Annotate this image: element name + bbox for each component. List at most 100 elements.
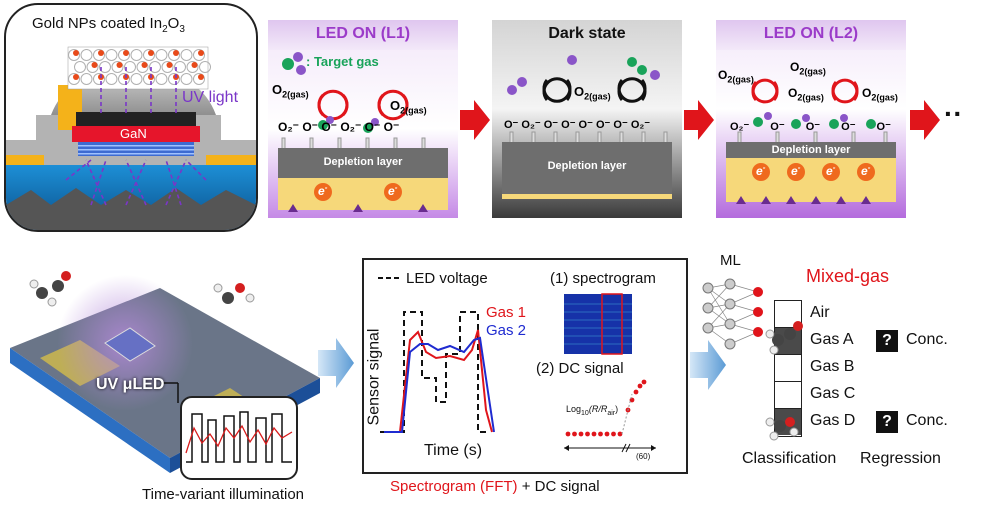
unknown-badge-a: ? bbox=[876, 330, 898, 352]
panel-led-on-l2: LED ON (L2) O2(gas) O2(gas) O2(gas) O2(g… bbox=[716, 20, 906, 218]
legend-gas2: Gas 2 bbox=[486, 322, 527, 339]
uv-uled-label: UV μLED bbox=[96, 376, 165, 393]
dc-point bbox=[572, 431, 577, 437]
class-gas-c: Gas C bbox=[810, 385, 856, 402]
legend-led-voltage: LED voltage bbox=[406, 270, 488, 287]
o2-gas-dark: O2(gas) bbox=[574, 84, 611, 102]
dc-axis-label: Log10(R/Rair) bbox=[566, 404, 619, 417]
class-gas-b: Gas B bbox=[810, 358, 855, 375]
gold-np-icon bbox=[73, 50, 79, 56]
signal-caption: Spectrogram (FFT) + DC signal bbox=[390, 478, 600, 495]
ml-label: ML bbox=[720, 252, 741, 269]
spectrogram-label: (1) spectrogram bbox=[550, 270, 656, 287]
surface-ions-l1: O₂⁻ O⁻ O⁻ O₂⁻ O⁻ O⁻ bbox=[278, 120, 400, 134]
neural-network-icon bbox=[702, 278, 763, 350]
o2-gas-l2-a: O2(gas) bbox=[718, 68, 754, 85]
panel-l1-title: LED ON (L1) bbox=[315, 25, 411, 42]
gold-np-icon bbox=[123, 50, 129, 56]
molecule-icon bbox=[765, 321, 803, 355]
o2-gas-l2-d: O2(gas) bbox=[862, 86, 898, 103]
gan-label: GaN bbox=[120, 126, 147, 141]
gold-np-icon bbox=[148, 50, 154, 56]
gold-np-icon bbox=[198, 74, 204, 80]
dc-point bbox=[637, 383, 643, 389]
dc-point bbox=[617, 431, 623, 437]
panel-l1-art bbox=[278, 52, 448, 212]
arrow-right-icon bbox=[318, 338, 354, 388]
gold-np-icon bbox=[91, 62, 98, 68]
o2-gas-right: O2(gas) bbox=[390, 98, 427, 116]
electron-l1-b: e- bbox=[388, 183, 398, 198]
gold-np-icon bbox=[116, 62, 123, 68]
gold-np-icon bbox=[73, 74, 79, 80]
electron-l2-b: e- bbox=[791, 163, 801, 178]
continuation-ellipsis: ·· bbox=[944, 98, 963, 129]
legend-gas1: Gas 1 bbox=[486, 304, 527, 321]
caption-dc: + DC signal bbox=[521, 478, 600, 495]
class-gas-a: Gas A bbox=[810, 331, 854, 348]
y-axis-label: Sensor signal bbox=[365, 328, 383, 426]
surface-ions-l2: O₂⁻ O⁻ O⁻ O⁻ O⁻ bbox=[730, 121, 891, 133]
dc-point bbox=[591, 431, 597, 437]
dc-signal-label: (2) DC signal bbox=[536, 360, 624, 377]
panel-dark-title: Dark state bbox=[548, 25, 626, 42]
regression-label: Regression bbox=[860, 450, 941, 467]
conc-label-d: Conc. bbox=[906, 412, 948, 429]
arrow-right-icon bbox=[690, 340, 726, 390]
class-gas-d: Gas D bbox=[810, 412, 856, 429]
panel-led-on-l1: LED ON (L1) : Target gas O2(gas) O2(gas)… bbox=[268, 20, 458, 218]
chip-illustration bbox=[6, 46, 256, 230]
panel-l2-art bbox=[726, 78, 896, 204]
o2-gas-l2-c: O2(gas) bbox=[788, 86, 824, 103]
gold-np-icon bbox=[141, 62, 148, 68]
gold-np-icon bbox=[173, 50, 179, 56]
gold-np-icon bbox=[98, 50, 104, 56]
electron-l2-c: e- bbox=[826, 163, 836, 178]
uv-light-label: UV light bbox=[182, 89, 239, 106]
dc-point bbox=[633, 389, 639, 395]
classification-label: Classification bbox=[742, 450, 837, 467]
gas2-trace bbox=[384, 336, 495, 433]
uv-rays bbox=[65, 65, 207, 206]
o2-gas-l2-b: O2(gas) bbox=[790, 60, 826, 77]
arrow-right-icon bbox=[460, 100, 490, 140]
molecule-icon bbox=[765, 417, 799, 441]
caption-spectrogram: Spectrogram (FFT) bbox=[390, 478, 518, 495]
illumination-caption: Time-variant illumination bbox=[142, 486, 304, 503]
dc-point bbox=[565, 431, 571, 437]
spectrogram-window bbox=[601, 293, 623, 355]
dc-point bbox=[578, 431, 584, 437]
depletion-layer-dark: Depletion layer bbox=[547, 160, 627, 172]
depletion-layer-l1: Depletion layer bbox=[323, 156, 403, 168]
dc-count-label: (60) bbox=[636, 452, 651, 461]
signal-box: LED voltage Gas 1 Gas 2 Sensor signal Ti… bbox=[362, 258, 688, 474]
depletion-layer-l2: Depletion layer bbox=[771, 144, 851, 156]
electron-l1-a: e- bbox=[318, 183, 328, 198]
class-air: Air bbox=[810, 304, 830, 321]
x-axis-label: Time (s) bbox=[424, 442, 483, 459]
panel-dark-art bbox=[502, 55, 672, 199]
gold-np-icon bbox=[198, 50, 204, 56]
target-gas-label: : Target gas bbox=[306, 54, 379, 69]
led-voltage-trace bbox=[380, 311, 490, 433]
chip-panel: Gold NPs coated In2O3 UV light GaN bbox=[4, 3, 258, 232]
panel-l2-title: LED ON (L2) bbox=[763, 25, 859, 42]
mixed-gas-title: Mixed-gas bbox=[806, 266, 890, 286]
chip-title: Gold NPs coated In2O3 bbox=[32, 15, 185, 35]
dc-point bbox=[611, 431, 616, 437]
dc-point bbox=[641, 379, 647, 385]
unknown-badge-d: ? bbox=[876, 411, 898, 433]
arrow-right-icon bbox=[910, 100, 940, 140]
illumination-inset bbox=[180, 396, 298, 480]
dc-point bbox=[585, 431, 590, 437]
panel-dark-state: Dark state O2(gas) O⁻ O₂⁻ O⁻ O⁻ O⁻ O⁻ O⁻… bbox=[492, 20, 682, 218]
class-column bbox=[774, 300, 802, 437]
arrow-right-icon bbox=[684, 100, 714, 140]
o2-gas-left: O2(gas) bbox=[272, 82, 309, 100]
gold-np-icon bbox=[166, 62, 173, 68]
conc-label-a: Conc. bbox=[906, 331, 948, 348]
surface-ions-dark: O⁻ O₂⁻ O⁻ O⁻ O⁻ O⁻ O⁻ O₂⁻ bbox=[504, 119, 651, 131]
signal-plot bbox=[378, 277, 656, 453]
gas1-trace bbox=[384, 329, 493, 433]
dc-point bbox=[598, 431, 603, 437]
